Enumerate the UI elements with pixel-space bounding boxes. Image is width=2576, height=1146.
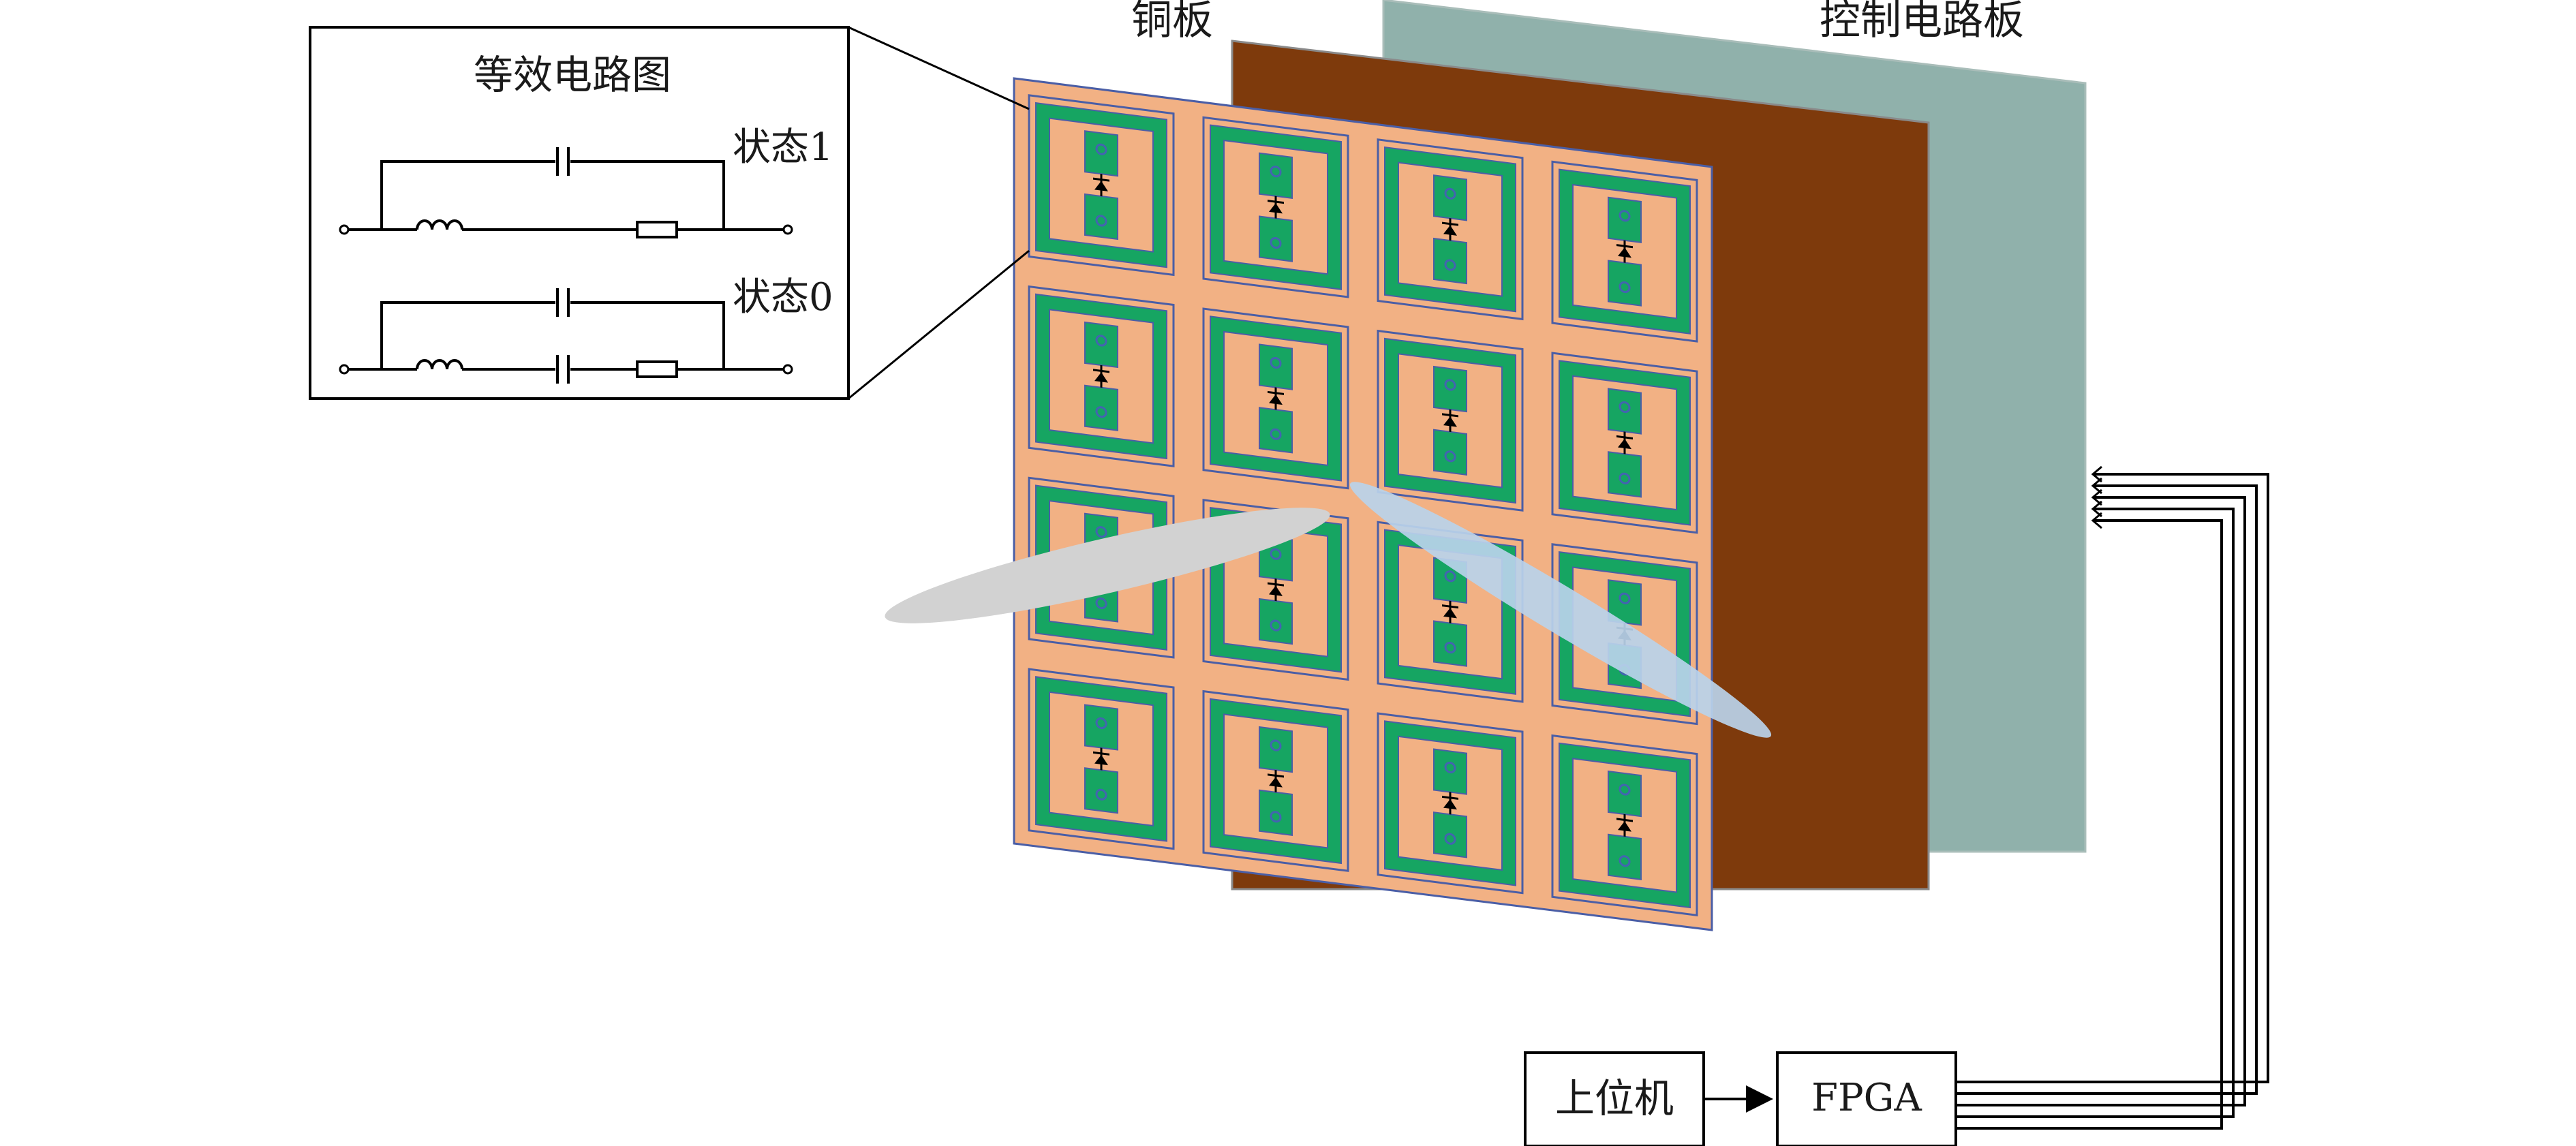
metasurface-unit-cell (1551, 352, 1698, 534)
pin-diode-icon (1442, 218, 1458, 241)
metasurface-unit-cell (1202, 307, 1349, 490)
state0-circuit: 状态0 (339, 275, 833, 384)
arrow-icon (2091, 500, 2102, 518)
state1-circuit: 状态1 (339, 125, 833, 238)
pin-diode-icon (1442, 600, 1458, 623)
inductor-icon (416, 359, 463, 370)
control-board-label: 控制电路板 (1820, 0, 2024, 44)
pin-diode-icon (1268, 196, 1284, 219)
pin-diode-icon (1093, 747, 1109, 771)
reflected-beam-left (885, 508, 1330, 623)
pin-diode-icon (1442, 792, 1458, 815)
capacitor-icon (556, 147, 570, 176)
pin-diode-icon (1093, 365, 1109, 388)
metasurface-unit-cell (1551, 160, 1698, 343)
pin-diode-icon (1442, 409, 1458, 432)
copper-plate-label: 铜板 (1131, 0, 1213, 44)
control-line (1956, 473, 2269, 1083)
capacitor-icon (556, 355, 570, 384)
metasurface-unit-cell (1202, 690, 1349, 872)
metasurface-unit-cell (1377, 329, 1524, 512)
reflected-beam-right (1349, 482, 1772, 738)
control-bus (1956, 465, 2269, 1130)
state0-label: 状态0 (733, 275, 833, 320)
inductor-icon (416, 219, 463, 230)
metasurface-unit-cell (1202, 116, 1349, 298)
pin-diode-icon (1616, 431, 1633, 454)
state1-label: 状态1 (733, 125, 833, 170)
capacitor-icon (556, 288, 570, 317)
resistor-icon (636, 360, 678, 378)
metasurface-unit-cell (1028, 668, 1175, 850)
metasurface-unit-cell (1551, 734, 1698, 916)
arrow-icon (2091, 512, 2102, 529)
control-line (1956, 508, 2235, 1118)
metasurface-unit-cell (1028, 285, 1175, 467)
pin-diode-icon (1616, 814, 1633, 837)
resistor-icon (636, 221, 678, 238)
fpga-label: FPGA (1811, 1076, 1922, 1120)
arrow-icon (2091, 477, 2102, 495)
host-computer-label: 上位机 (1555, 1075, 1674, 1121)
fpga-box (1776, 1051, 1957, 1146)
circuit-title: 等效电路图 (474, 52, 671, 98)
control-line (1956, 496, 2246, 1106)
metasurface-unit-cell (1377, 712, 1524, 895)
arrow-icon (2091, 465, 2102, 483)
control-line (1956, 484, 2258, 1095)
pin-diode-icon (1268, 387, 1284, 410)
equivalent-circuit-inset: 等效电路图 状态1 (309, 26, 1030, 400)
host-computer-box (1524, 1051, 1705, 1146)
pin-diode-icon (1268, 769, 1284, 792)
arrow-icon (2091, 489, 2102, 506)
metasurface-unit-cell (1028, 94, 1175, 277)
pin-diode-icon (1268, 578, 1284, 602)
pin-diode-icon (1093, 174, 1109, 197)
metasurface-unit-cell (1377, 138, 1524, 321)
control-line (1956, 519, 2223, 1130)
pin-diode-icon (1616, 240, 1633, 263)
